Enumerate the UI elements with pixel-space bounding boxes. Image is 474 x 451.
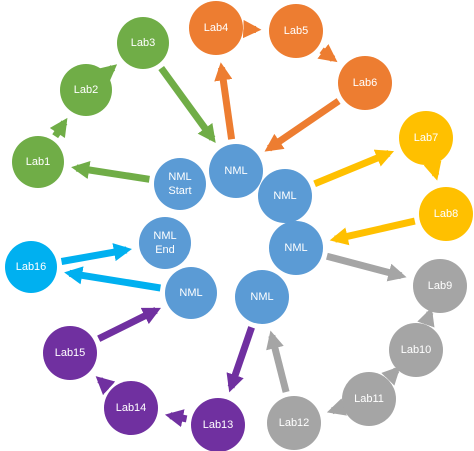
node-lab3-circle — [117, 17, 169, 69]
node-nml-top-circle — [209, 144, 263, 198]
node-lab11-circle — [342, 372, 396, 426]
arrow-lab2-to-lab3 — [97, 64, 118, 83]
node-lab12-label: Lab12 — [279, 417, 310, 429]
arrow-lab16-to-nml-end — [60, 243, 132, 265]
node-lab8-label: Lab8 — [434, 208, 458, 220]
arrow-lab7-to-lab8 — [423, 160, 442, 181]
node-lab2-label: Lab2 — [74, 84, 98, 96]
arrow-lab6-to-nml-top — [264, 98, 341, 152]
node-lab1-label: Lab1 — [26, 156, 50, 168]
arrow-lab10-to-lab11 — [381, 366, 401, 386]
node-lab16: Lab16 — [5, 241, 57, 293]
node-lab2: Lab2 — [60, 64, 112, 116]
node-nml-right-1-label: NML — [273, 190, 296, 202]
node-nml-right-1-circle — [258, 169, 312, 223]
node-lab8-circle — [419, 187, 473, 241]
node-nml-end-circle — [139, 217, 191, 269]
node-nml-left: NML — [165, 267, 217, 319]
node-lab15-circle — [43, 326, 97, 380]
node-lab14-circle — [104, 381, 158, 435]
node-lab10: Lab10 — [389, 323, 443, 377]
node-lab6: Lab6 — [338, 56, 392, 110]
node-lab12-circle — [267, 396, 321, 450]
node-lab7-circle — [399, 111, 453, 165]
arrow-lab5-to-lab6 — [317, 43, 338, 63]
node-nml-right-2-label: NML — [284, 242, 307, 254]
node-lab16-label: Lab16 — [16, 261, 47, 273]
node-lab12: Lab12 — [267, 396, 321, 450]
node-lab13-circle — [191, 398, 245, 451]
node-lab10-label: Lab10 — [401, 344, 432, 356]
node-lab4-circle — [189, 1, 243, 55]
node-lab5-circle — [269, 4, 323, 58]
node-lab13-label: Lab13 — [203, 419, 234, 431]
arrow-lab3-to-nml-top — [158, 66, 216, 144]
node-lab10-circle — [389, 323, 443, 377]
arrow-lab15-to-nml-left — [97, 307, 161, 342]
node-nml-top-label: NML — [224, 165, 247, 177]
node-lab9: Lab9 — [413, 259, 467, 313]
arrow-nml-left-to-lab16 — [64, 266, 161, 292]
edges-layer — [49, 19, 442, 428]
node-lab15: Lab15 — [43, 326, 97, 380]
node-lab8: Lab8 — [419, 187, 473, 241]
arrow-lab9-to-lab10 — [417, 307, 435, 328]
arrow-nml-right-1-to-lab7 — [313, 149, 395, 188]
node-lab4: Lab4 — [189, 1, 243, 55]
node-lab1-circle — [12, 136, 64, 188]
node-nml-start-circle — [154, 158, 206, 210]
node-lab3: Lab3 — [117, 17, 169, 69]
node-lab3-label: Lab3 — [131, 37, 155, 49]
node-lab7-label: Lab7 — [414, 132, 438, 144]
node-nml-right-2: NML — [269, 221, 323, 275]
arrow-lab1-to-lab2 — [49, 117, 68, 139]
node-lab14: Lab14 — [104, 381, 158, 435]
node-lab9-label: Lab9 — [428, 280, 452, 292]
arrow-nml-start-to-lab1 — [71, 160, 150, 183]
arrow-lab8-to-nml-right-2 — [329, 217, 416, 246]
node-lab6-circle — [338, 56, 392, 110]
node-lab13: Lab13 — [191, 398, 245, 451]
arrow-nml-right-2-to-lab9 — [326, 252, 407, 282]
arrow-lab12-to-nml-bottom — [266, 330, 290, 393]
node-nml-bottom-circle — [235, 270, 289, 324]
node-nml-top: NML — [209, 144, 263, 198]
node-lab5-label: Lab5 — [284, 25, 308, 37]
node-lab15-label: Lab15 — [55, 347, 86, 359]
node-nml-right-1: NML — [258, 169, 312, 223]
node-lab11: Lab11 — [342, 372, 396, 426]
node-nml-bottom: NML — [235, 270, 289, 324]
node-lab4-label: Lab4 — [204, 22, 228, 34]
arrow-lab11-to-lab12 — [326, 398, 347, 416]
node-lab1: Lab1 — [12, 136, 64, 188]
node-nml-right-2-circle — [269, 221, 323, 275]
node-lab2-circle — [60, 64, 112, 116]
node-lab6-label: Lab6 — [353, 77, 377, 89]
node-lab16-circle — [5, 241, 57, 293]
arrow-lab14-to-lab15 — [95, 376, 116, 396]
node-nml-left-circle — [165, 267, 217, 319]
node-lab7: Lab7 — [399, 111, 453, 165]
node-lab14-label: Lab14 — [116, 402, 147, 414]
node-lab5: Lab5 — [269, 4, 323, 58]
arrow-lab13-to-lab14 — [164, 409, 188, 428]
node-lab9-circle — [413, 259, 467, 313]
node-nml-left-label: NML — [179, 287, 202, 299]
node-lab11-label: Lab11 — [354, 393, 384, 405]
arrow-nml-bottom-to-lab13 — [226, 326, 255, 393]
arrow-nml-top-to-lab4 — [214, 62, 236, 140]
node-nml-bottom-label: NML — [250, 291, 273, 303]
